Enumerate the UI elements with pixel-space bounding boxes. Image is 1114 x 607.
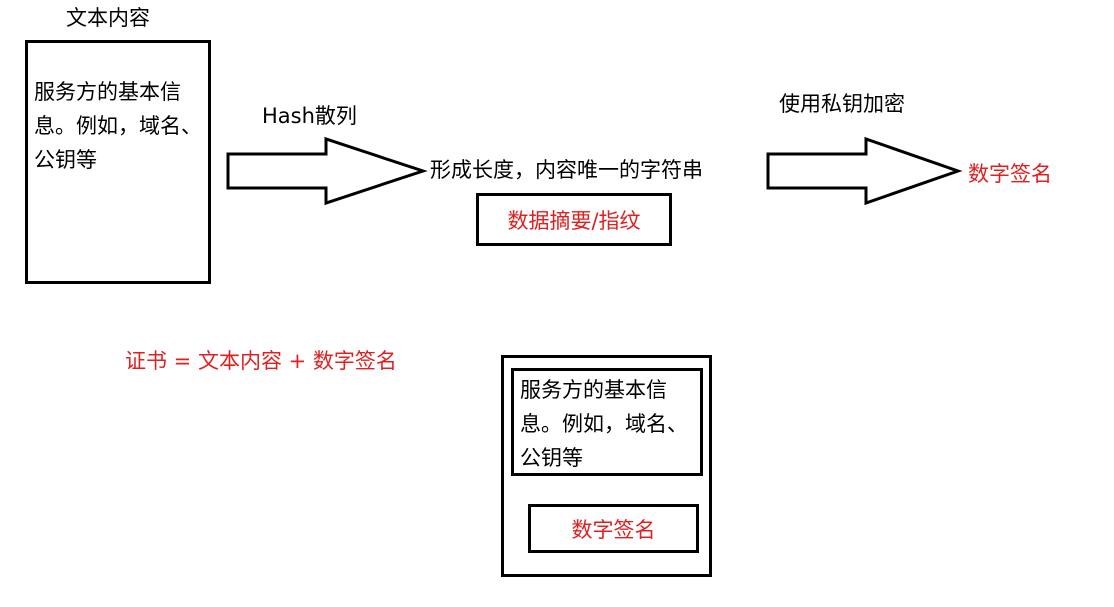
hash-result: 形成长度，内容唯一的字符串 <box>430 158 703 182</box>
hash-label: Hash散列 <box>262 104 357 128</box>
digest-box: 数据摘要/指纹 <box>476 193 672 246</box>
source-title: 文本内容 <box>66 6 150 30</box>
certificate-signature-box: 数字签名 <box>528 504 699 553</box>
signature-label: 数字签名 <box>968 162 1052 186</box>
certificate-formula: 证书 = 文本内容 + 数字签名 <box>125 349 397 373</box>
hash-arrow <box>226 136 428 206</box>
source-text: 服务方的基本信息。例如，域名、公钥等 <box>34 80 202 172</box>
encrypt-arrow <box>766 136 963 206</box>
certificate-text-box: 服务方的基本信息。例如，域名、公钥等 <box>511 368 703 476</box>
certificate-text: 服务方的基本信息。例如，域名、公钥等 <box>520 378 688 470</box>
source-box: 服务方的基本信息。例如，域名、公钥等 <box>25 40 211 284</box>
encrypt-label: 使用私钥加密 <box>779 92 905 116</box>
certificate-box: 服务方的基本信息。例如，域名、公钥等 数字签名 <box>501 355 712 577</box>
